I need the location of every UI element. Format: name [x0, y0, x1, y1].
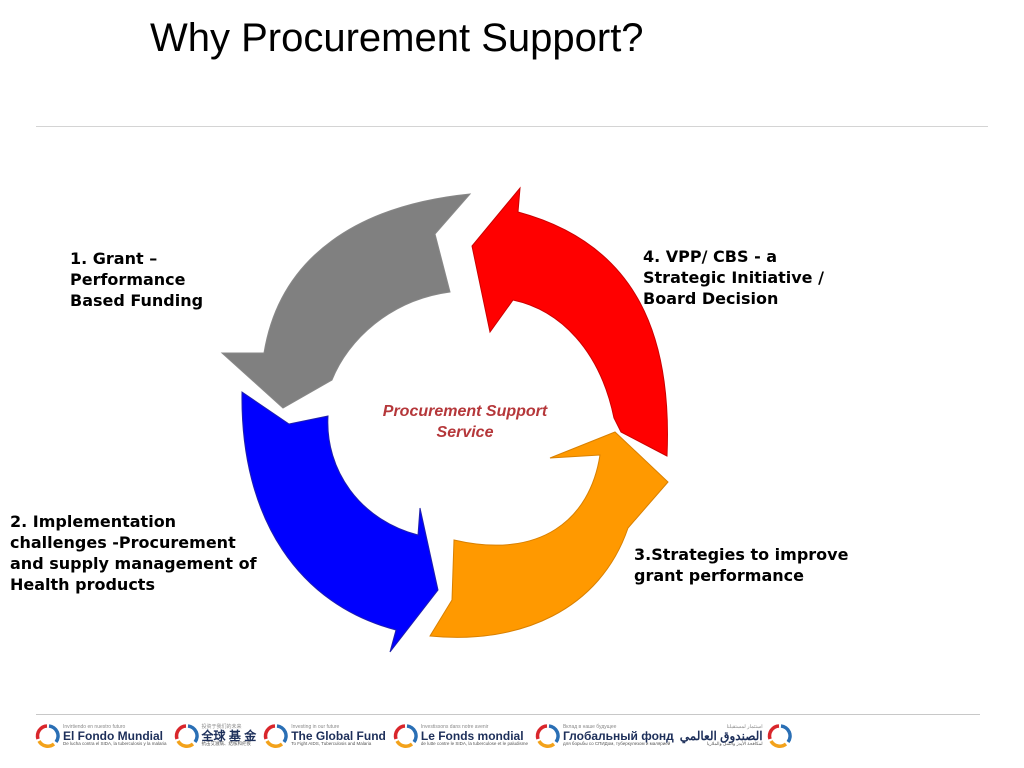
step-1-line-1: 1. Grant – — [70, 249, 158, 268]
logo-tagline: Invirtiendo en nuestro futuro — [63, 724, 126, 731]
step-3-line-1: 3.Strategies to improve — [634, 545, 849, 564]
footer-divider — [36, 714, 980, 715]
step-2-line-2: challenges -Procurement — [10, 533, 236, 552]
logo-subtitle: для борьбы со СПИДом, туберкулезом и мал… — [562, 741, 671, 747]
logo-the-global-fund: Investing in our future The Global Fund … — [262, 723, 386, 749]
step-4-line-1: 4. VPP/ CBS - a — [643, 247, 778, 266]
step-4-line-2: Strategic Initiative / — [643, 268, 824, 287]
global-fund-logo-icon — [264, 724, 288, 748]
cycle-arrow-2 — [241, 391, 439, 653]
logo-tagline: استثمار لمستقبلنا — [726, 724, 763, 731]
logo-tagline: Investing in our future — [291, 724, 340, 731]
step-3-line-2: grant performance — [634, 566, 804, 585]
logo-name: El Fondo Mundial — [63, 729, 163, 744]
step-2-line-4: Health products — [10, 575, 155, 594]
logo-name: الصندوق العالمي — [679, 729, 763, 744]
logo-russian: Вклад в наше будущее Глобальный фонд для… — [534, 723, 674, 749]
step-1-line-3: Based Funding — [70, 291, 204, 310]
cycle-arrow-3 — [429, 431, 669, 638]
step-3-label: 3.Strategies to improve grant performanc… — [634, 544, 848, 586]
logo-name: 全球 基 金 — [201, 729, 257, 744]
logo-le-fonds-mondial: Investissons dans notre avenir Le Fonds … — [392, 723, 528, 749]
step-2-line-1: 2. Implementation — [10, 512, 177, 531]
logo-subtitle: لمكافحة الأيدز والسل والملاريا — [706, 741, 763, 747]
logo-el-fondo-mundial: Invirtiendo en nuestro futuro El Fondo M… — [34, 723, 167, 749]
logo-name: Le Fonds mondial — [420, 729, 524, 744]
footer-logo-strip: Invirtiendo en nuestro futuro El Fondo M… — [34, 718, 792, 754]
logo-subtitle: To Fight AIDS, Tuberculosis and Malaria — [291, 741, 372, 747]
logo-subtitle: De lucha contra el SIDA, la tuberculosis… — [63, 741, 167, 747]
step-2-line-3: and supply management of — [10, 554, 257, 573]
logo-tagline: 投资于我们的未来 — [201, 724, 242, 731]
logo-tagline: Investissons dans notre avenir — [420, 724, 489, 731]
global-fund-logo-icon — [35, 724, 60, 748]
logo-arabic: استثمار لمستقبلنا الصندوق العالمي لمكافح… — [680, 723, 792, 749]
global-fund-logo-icon — [767, 724, 792, 748]
center-label: Procurement Support Service — [382, 403, 548, 441]
global-fund-logo-icon — [174, 724, 199, 748]
step-2-label: 2. Implementation challenges -Procuremen… — [10, 511, 257, 595]
step-1-line-2: Performance — [70, 270, 186, 289]
title-divider — [36, 126, 988, 127]
logo-name: Глобальный фонд — [562, 729, 674, 744]
page-title: Why Procurement Support? — [150, 16, 644, 60]
logo-subtitle: de lutte contre le SIDA, la tuberculose … — [420, 741, 528, 747]
logo-subtitle: 抗击艾滋病、结核和疟疾 — [201, 741, 252, 747]
cycle-arrow-1 — [220, 193, 472, 409]
logo-chinese: 投资于我们的未来 全球 基 金 抗击艾滋病、结核和疟疾 — [173, 723, 257, 749]
logo-tagline: Вклад в наше будущее — [562, 724, 617, 731]
cycle-arrow-4 — [471, 186, 668, 457]
step-4-label: 4. VPP/ CBS - a Strategic Initiative / B… — [643, 246, 824, 309]
logo-name: The Global Fund — [291, 729, 386, 744]
global-fund-logo-icon — [393, 724, 418, 748]
step-1-label: 1. Grant – Performance Based Funding — [70, 248, 203, 311]
global-fund-logo-icon — [535, 724, 560, 748]
step-4-line-3: Board Decision — [643, 289, 779, 308]
